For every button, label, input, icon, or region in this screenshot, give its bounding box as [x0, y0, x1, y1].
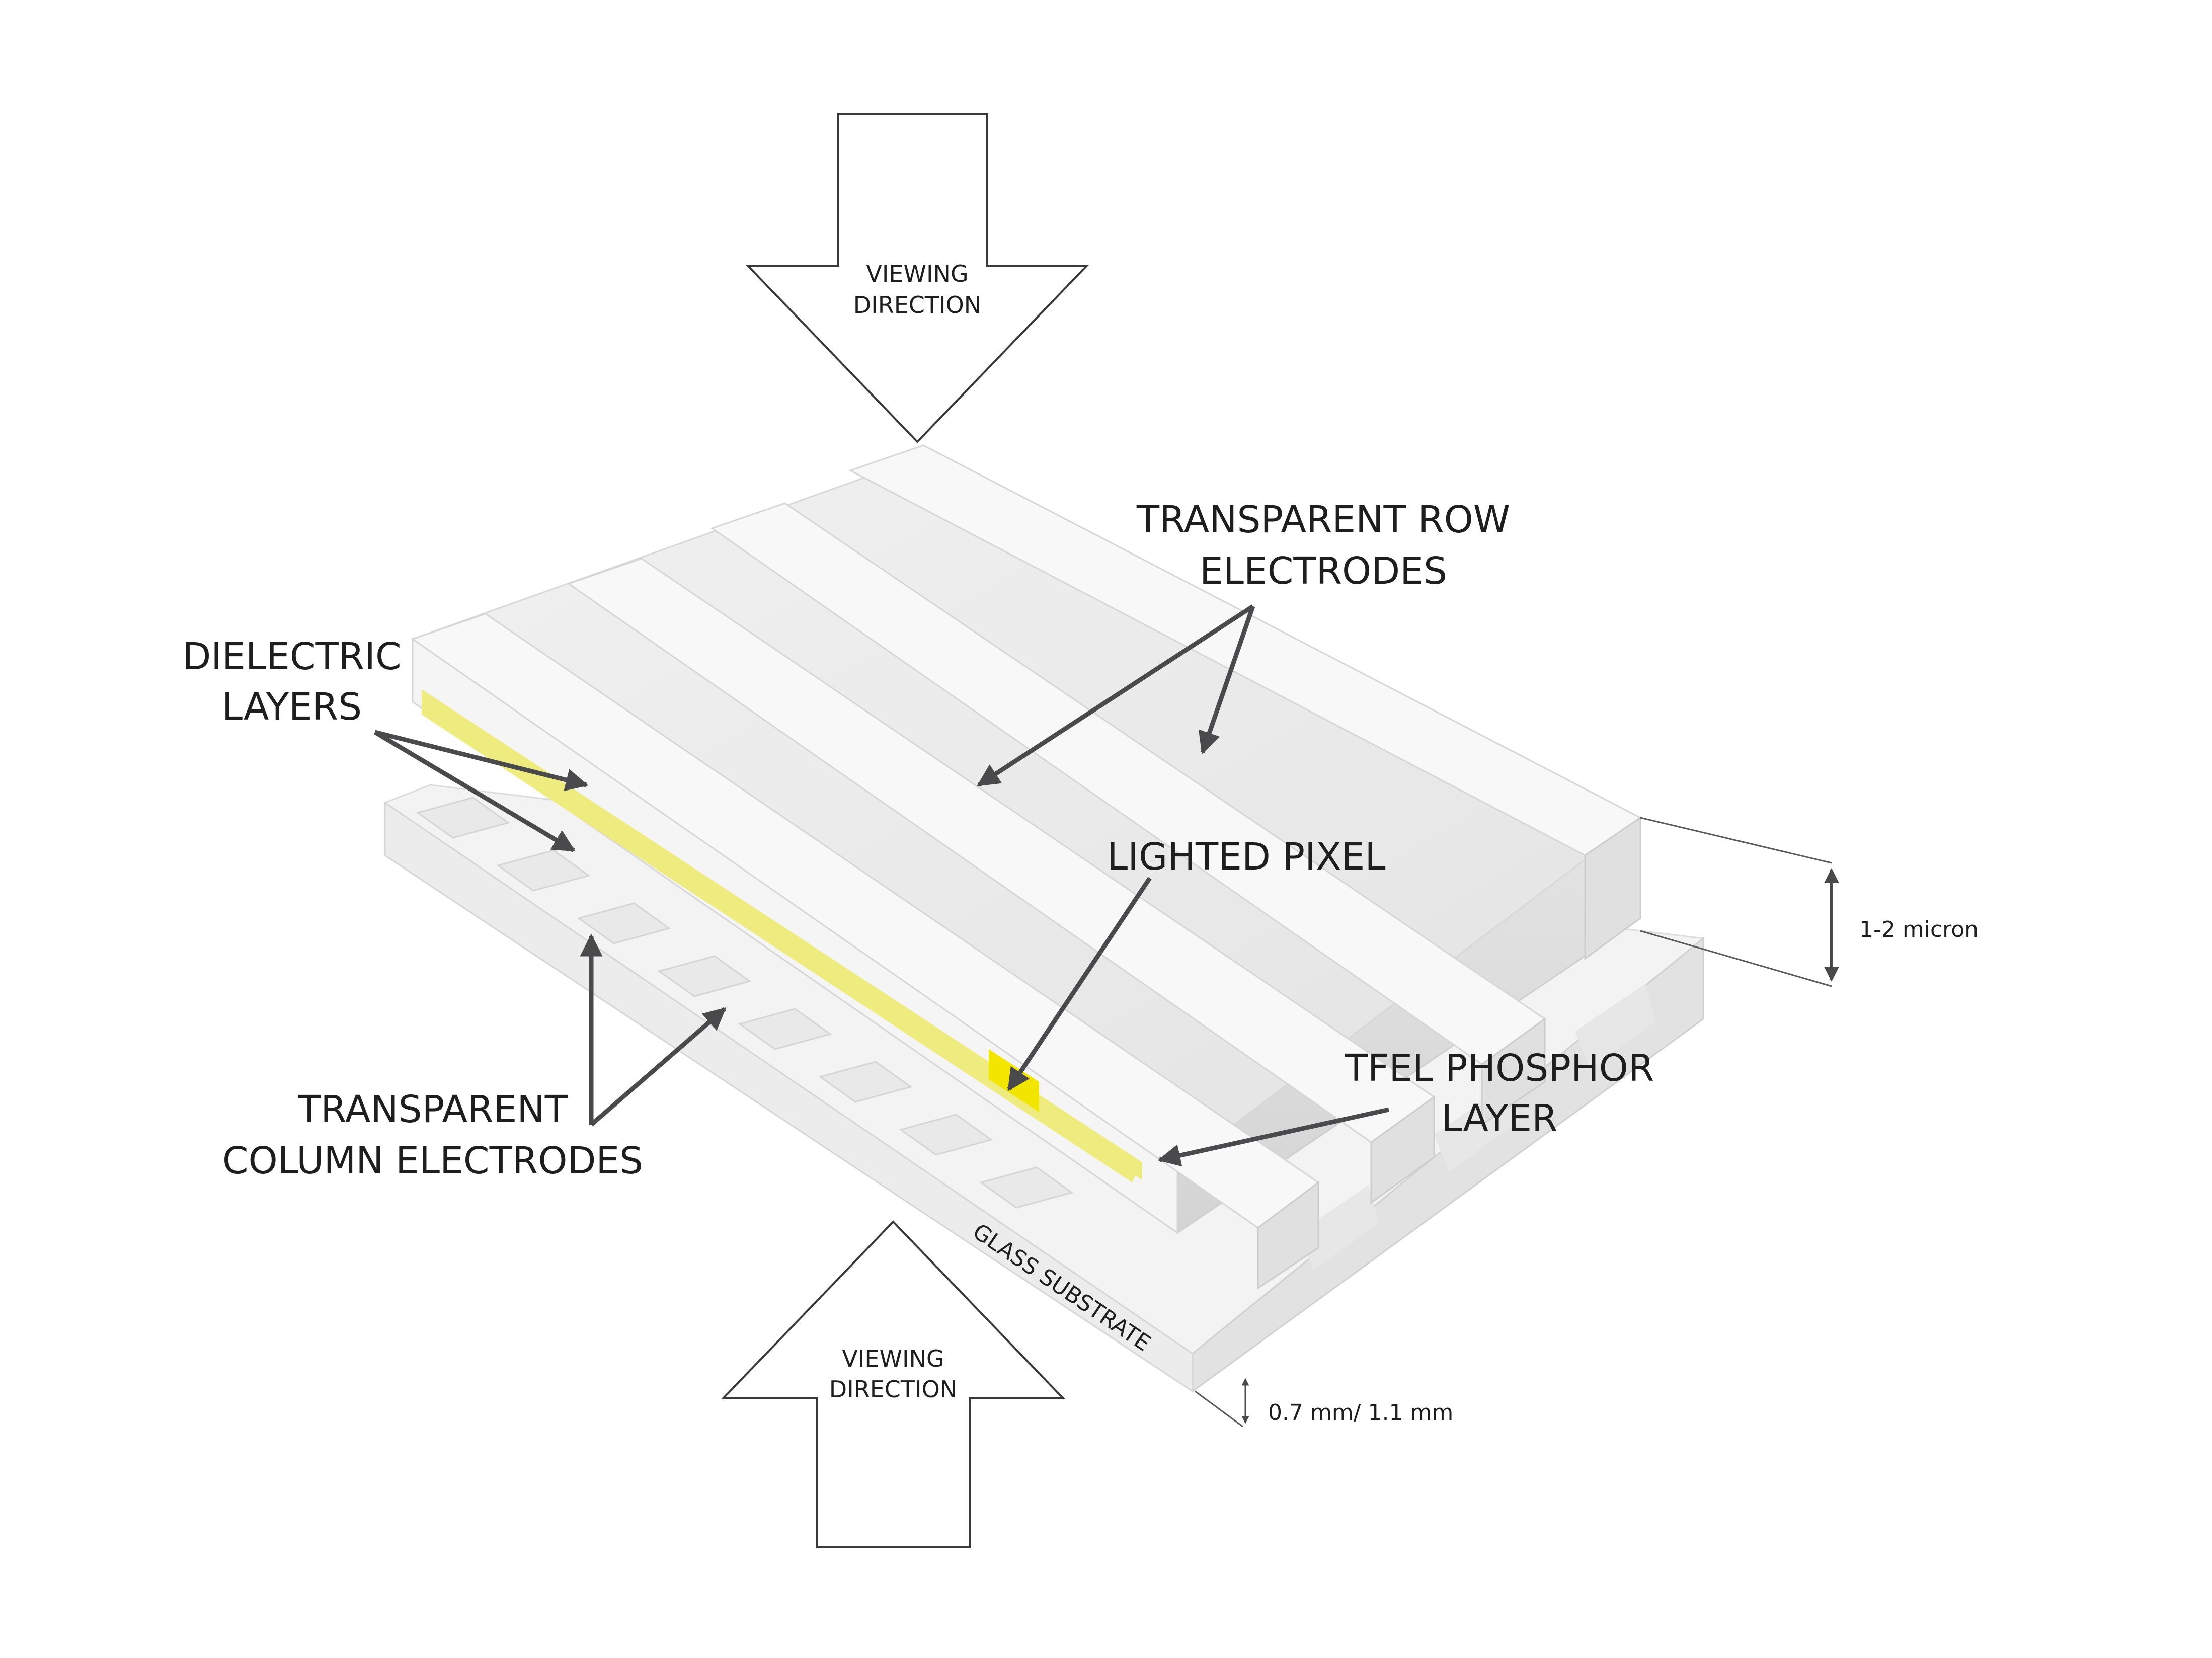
row-electrodes-callout: TRANSPARENT ROW ELECTRODES — [977, 498, 1510, 787]
row-electrodes-label-line1: TRANSPARENT ROW — [1136, 498, 1510, 541]
row-electrode-ridges — [411, 444, 1642, 1290]
phosphor-label-line2: LAYER — [1441, 1097, 1557, 1140]
phosphor-layer-callout: TFEL PHOSPHOR LAYER — [1157, 1047, 1654, 1167]
lighted-pixel-label: LIGHTED PIXEL — [1107, 835, 1386, 879]
layer-stack — [411, 444, 1642, 1290]
dielectric-layers-callout: DIELECTRIC LAYERS — [182, 635, 589, 852]
column-electrodes-callout: TRANSPARENT COLUMN ELECTRODES — [222, 933, 727, 1182]
viewing-direction-top-line1: VIEWING — [866, 260, 968, 287]
viewing-direction-bottom-line2: DIRECTION — [829, 1376, 957, 1403]
film-thickness-label: 1-2 micron — [1859, 917, 1979, 942]
viewing-direction-top-line2: DIRECTION — [853, 291, 981, 319]
viewing-direction-bottom-line1: VIEWING — [842, 1345, 944, 1372]
row-electrodes-label-line2: ELECTRODES — [1200, 549, 1447, 593]
column-electrodes-label-line1: TRANSPARENT — [297, 1088, 568, 1131]
dielectric-label-line1: DIELECTRIC — [182, 635, 401, 678]
viewing-direction-arrow-bottom: VIEWING DIRECTION — [721, 1220, 1065, 1548]
phosphor-label-line1: TFEL PHOSPHOR — [1345, 1047, 1654, 1090]
lighted-pixel-callout: LIGHTED PIXEL — [1007, 835, 1386, 1091]
glass-thickness-label: 0.7 mm/ 1.1 mm — [1268, 1400, 1453, 1426]
film-thickness-dimension: 1-2 micron — [1640, 817, 1979, 987]
dielectric-label-line2: LAYERS — [222, 685, 362, 729]
glass-thickness-dimension: 0.7 mm/ 1.1 mm — [1195, 1378, 1453, 1428]
viewing-direction-arrow-top: VIEWING DIRECTION — [745, 113, 1089, 443]
column-electrodes — [416, 797, 1074, 1209]
column-electrodes-label-line2: COLUMN ELECTRODES — [222, 1139, 643, 1182]
